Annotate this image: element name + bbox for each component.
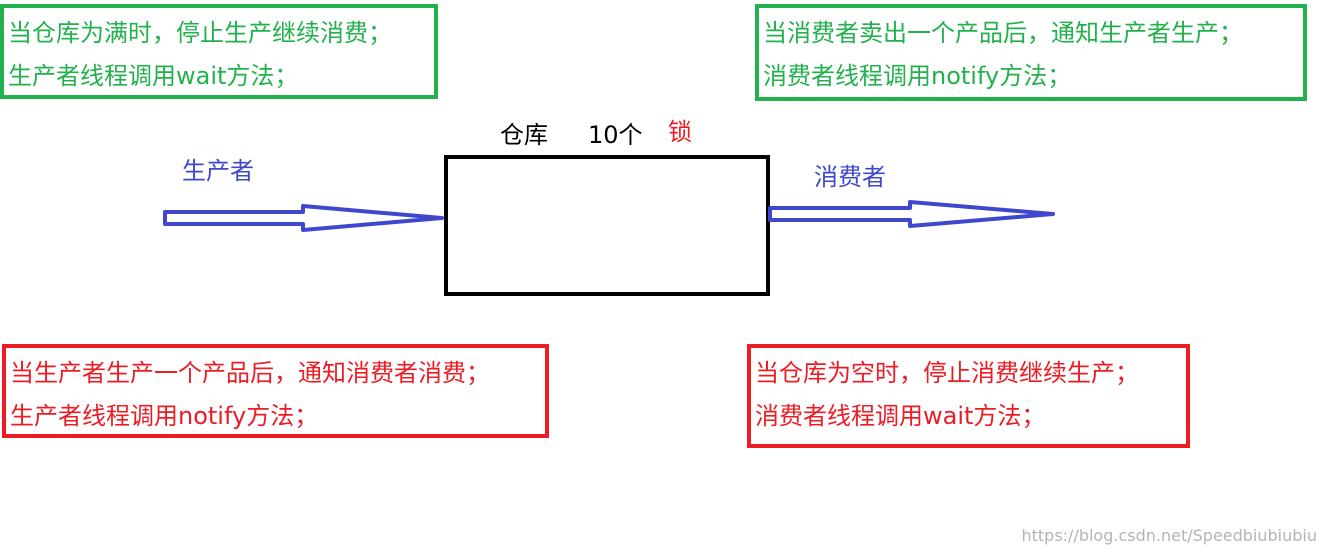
warehouse-label: 仓库	[500, 121, 548, 149]
watermark: https://blog.csdn.net/Speedbiubiubiu	[1021, 526, 1317, 545]
consumer-arrow	[768, 200, 1055, 228]
producer-label: 生产者	[182, 157, 254, 185]
note-text-line: 生产者线程调用wait方法；	[8, 62, 299, 90]
note-text-line: 当仓库为满时，停止生产继续消费；	[8, 19, 392, 47]
warehouse-capacity-label: 10个	[588, 121, 643, 149]
note-consumer-sold: 当消费者卖出一个产品后，通知生产者生产； 消费者线程调用notify方法；	[755, 4, 1307, 101]
consumer-label: 消费者	[814, 163, 886, 191]
warehouse-box	[444, 155, 770, 296]
note-text-line: 消费者线程调用notify方法；	[763, 62, 1072, 90]
producer-arrow	[163, 204, 444, 232]
note-warehouse-empty: 当仓库为空时，停止消费继续生产； 消费者线程调用wait方法；	[747, 344, 1190, 448]
note-text-line: 当生产者生产一个产品后，通知消费者消费；	[10, 359, 490, 387]
note-text-line: 生产者线程调用notify方法；	[10, 402, 319, 430]
note-producer-produced: 当生产者生产一个产品后，通知消费者消费； 生产者线程调用notify方法；	[2, 344, 549, 438]
note-text-line: 当消费者卖出一个产品后，通知生产者生产；	[763, 19, 1243, 47]
lock-label: 锁	[668, 118, 692, 146]
note-warehouse-full: 当仓库为满时，停止生产继续消费； 生产者线程调用wait方法；	[0, 4, 438, 99]
note-text-line: 消费者线程调用wait方法；	[755, 402, 1046, 430]
note-text-line: 当仓库为空时，停止消费继续生产；	[755, 359, 1139, 387]
